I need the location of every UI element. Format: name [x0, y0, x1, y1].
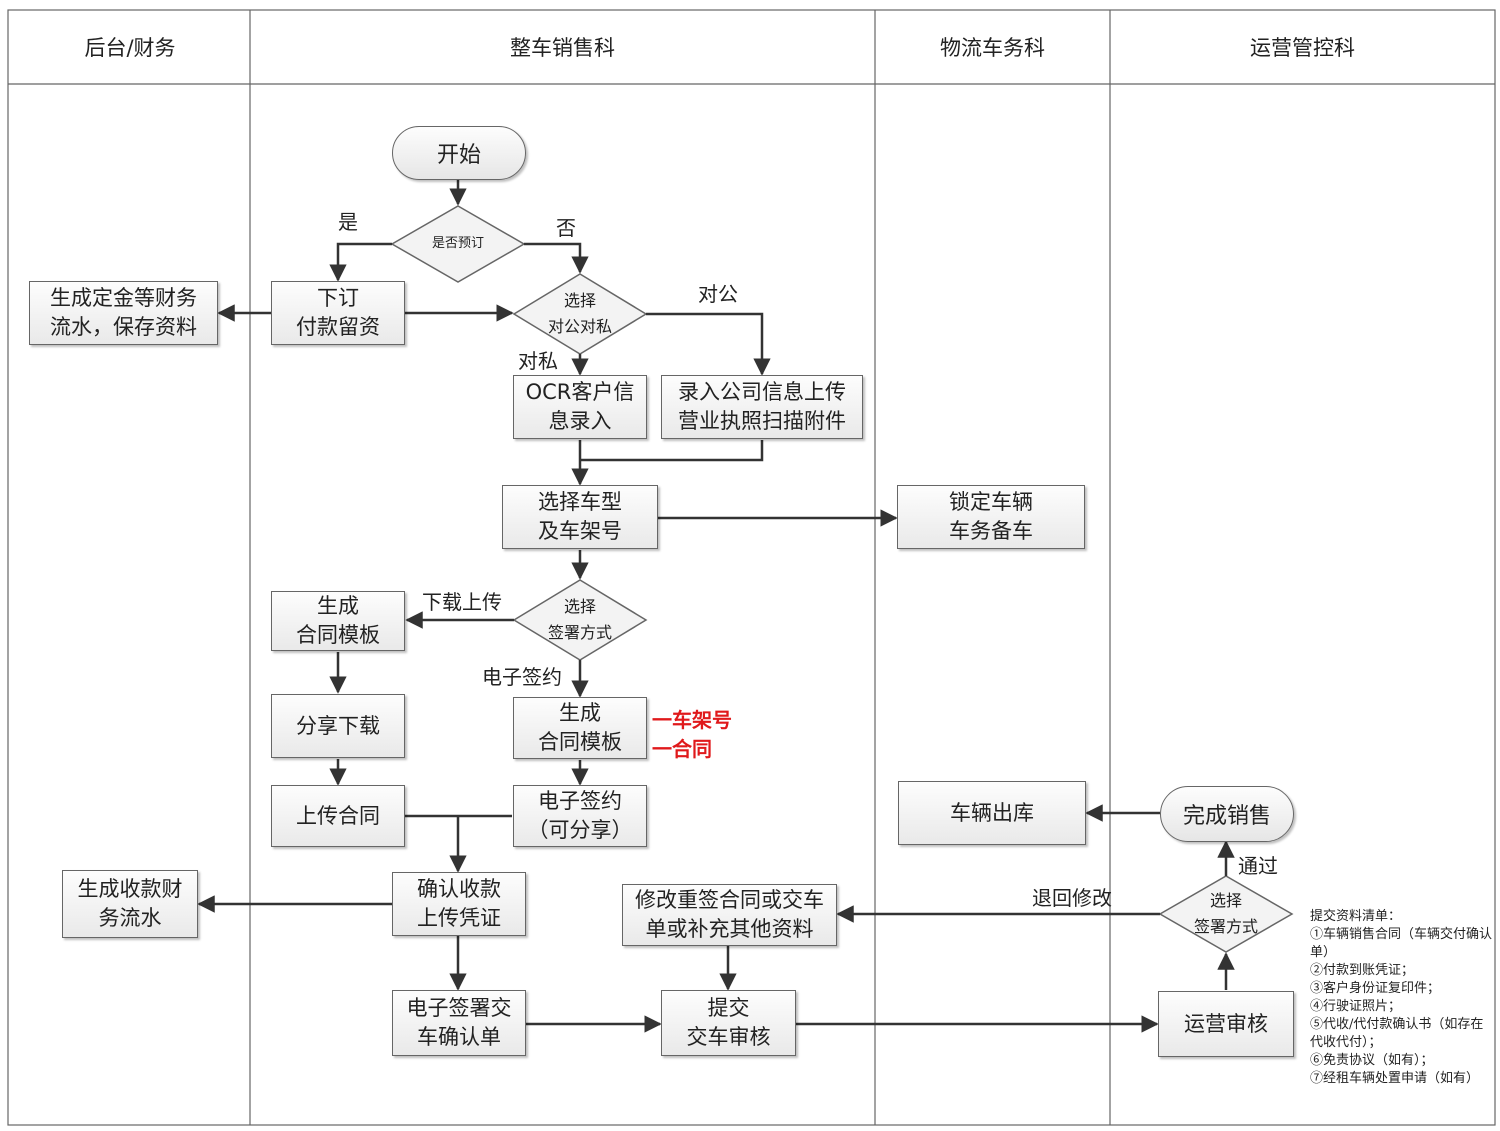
decision-sign-method-label: 选择 签署方式 [547, 597, 612, 642]
edge-reserved-no [524, 242, 589, 274]
edge-label-return-revise: 退回修改 [1032, 886, 1112, 910]
lane-grid [7, 9, 1496, 1126]
lane-header-ops: 运营管控科 [1250, 36, 1355, 60]
gen-contract-left-box[interactable]: 生成 合同模板 [271, 591, 405, 651]
submission-list-title: 提交资料清单： [1310, 909, 1402, 924]
lock-vehicle-box[interactable]: 锁定车辆 车务备车 [897, 485, 1085, 549]
start-node[interactable]: 开始 [392, 126, 526, 180]
submission-list-item: ③客户身份证复印件； [1310, 981, 1441, 996]
lane-header-logistics: 物流车务科 [940, 36, 1045, 60]
submission-list-note: 提交资料清单： ①车辆销售合同（车辆交付确认单） ②付款到账凭证； ③客户身份证… [1310, 908, 1492, 1088]
edge-label-pass: 通过 [1238, 854, 1278, 878]
edge-label-download-upload: 下载上传 [422, 590, 502, 614]
submission-list-item: ①车辆销售合同（车辆交付确认单） [1310, 927, 1493, 960]
submission-list-item: ⑦经租车辆处置申请（如有） [1310, 1071, 1480, 1086]
share-download-box[interactable]: 分享下载 [271, 694, 405, 758]
decision-corp-private-label: 选择 对公对私 [547, 291, 612, 336]
edge-label-e-signing: 电子签约 [482, 665, 562, 689]
annotation-one-vin: 一车架号 [652, 708, 732, 732]
edge-corporate [646, 312, 771, 376]
upload-contract-box[interactable]: 上传合同 [271, 785, 405, 847]
submission-list-item: ⑥免责协议（如有）； [1310, 1053, 1434, 1068]
annotation-one-contract: 一合同 [652, 737, 712, 761]
e-sign-box[interactable]: 电子签约 （可分享） [513, 785, 647, 847]
edge-company-merge [580, 440, 764, 462]
submission-list-item: ⑤代收/代付款确认书（如存在代收代付）； [1310, 1017, 1484, 1050]
lane-header-sales: 整车销售科 [510, 36, 615, 60]
choose-model-box[interactable]: 选择车型 及车架号 [502, 485, 658, 549]
submission-list-item: ④行驶证照片； [1310, 999, 1402, 1014]
submit-review-box[interactable]: 提交 交车审核 [661, 990, 796, 1056]
ops-review-box[interactable]: 运营审核 [1158, 991, 1294, 1057]
complete-sale-node[interactable]: 完成销售 [1160, 786, 1294, 842]
decision-is-reserved-label: 是否预订 [431, 236, 484, 251]
decision-sign-method-ops [1158, 875, 1294, 953]
edge-reserved-yes [329, 242, 392, 282]
decision-sign-method-ops-label: 选择 签署方式 [1193, 891, 1258, 936]
confirm-payment-box[interactable]: 确认收款 上传凭证 [392, 872, 526, 936]
company-entry-box[interactable]: 录入公司信息上传 营业执照扫描附件 [661, 375, 863, 439]
vehicle-out-box[interactable]: 车辆出库 [898, 781, 1086, 845]
revise-box[interactable]: 修改重签合同或交车 单或补充其他资料 [622, 884, 837, 946]
e-sign-delivery-box[interactable]: 电子签署交 车确认单 [392, 990, 526, 1056]
edge-label-private: 对私 [518, 349, 558, 373]
edge-label-yes: 是 [338, 210, 358, 234]
lane-header-finance: 后台/财务 [84, 36, 176, 60]
deposit-flow-box[interactable]: 生成定金等财务 流水，保存资料 [29, 281, 218, 345]
edge-label-no: 否 [556, 216, 576, 240]
edge-label-corporate: 对公 [698, 282, 738, 306]
decision-is-reserved [390, 205, 526, 283]
ocr-entry-box[interactable]: OCR客户信 息录入 [513, 375, 647, 439]
submission-list-item: ②付款到账凭证； [1310, 963, 1415, 978]
place-order-box[interactable]: 下订 付款留资 [271, 281, 405, 345]
gen-contract-right-box[interactable]: 生成 合同模板 [513, 697, 647, 759]
payment-flow-box[interactable]: 生成收款财 务流水 [62, 870, 198, 938]
